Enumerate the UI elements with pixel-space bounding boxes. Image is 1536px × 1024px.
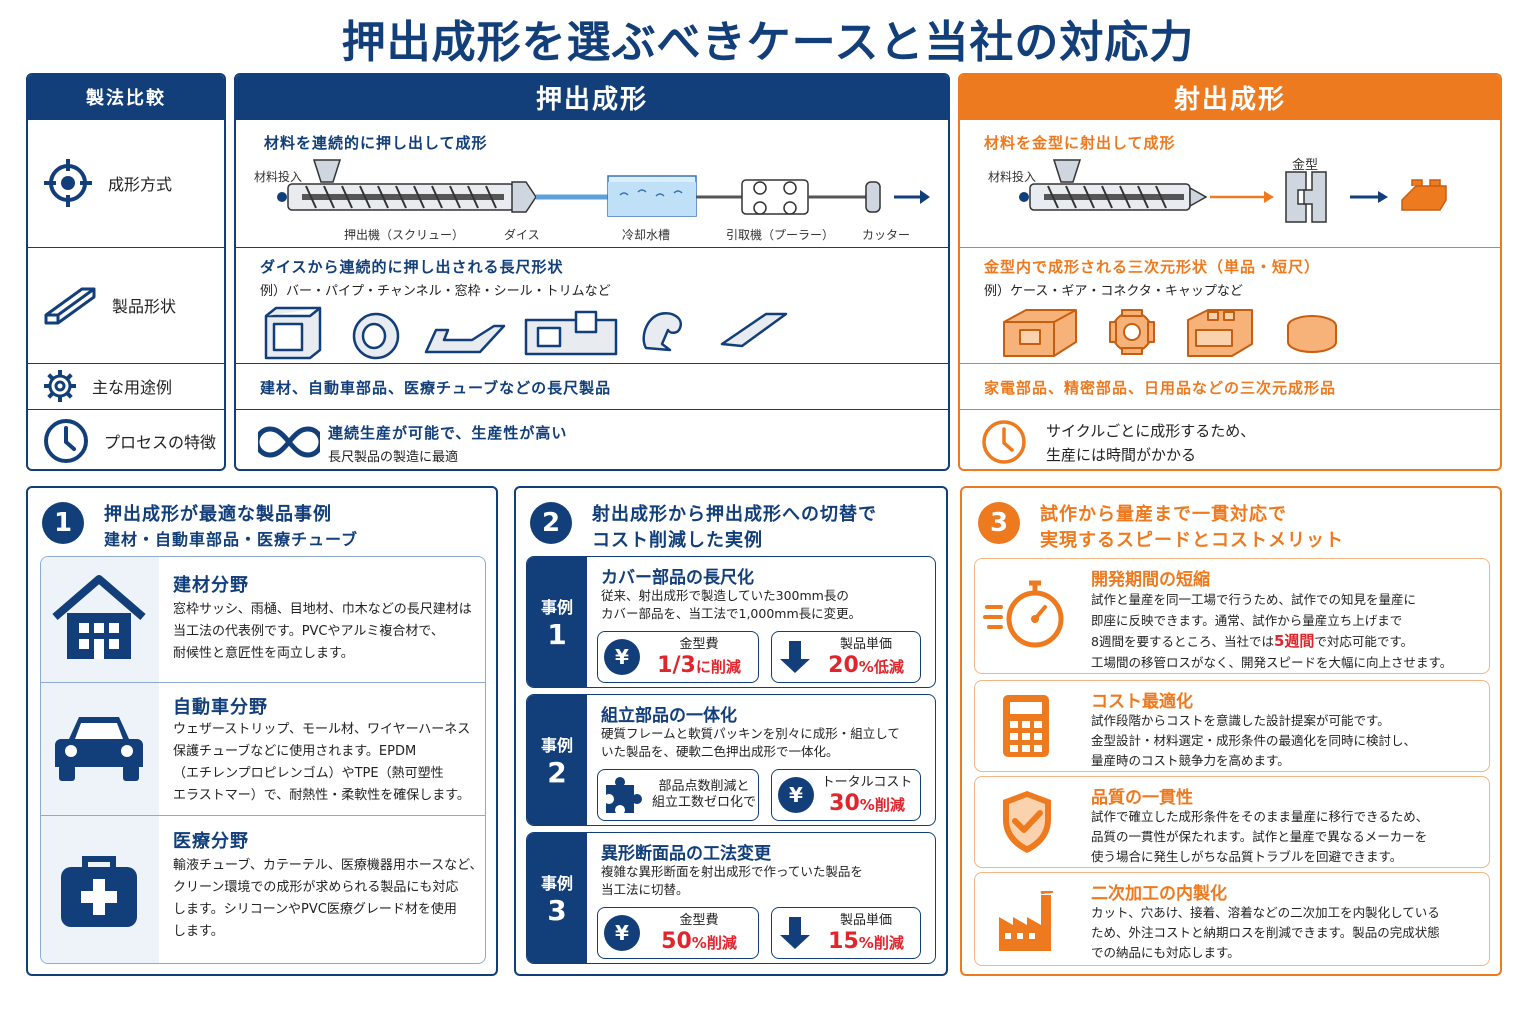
case-title: 組立部品の一体化: [601, 706, 737, 726]
calculator-icon: [1003, 695, 1049, 757]
profile-bar-icon: [44, 287, 96, 325]
benefit-title: 開発期間の短縮: [1091, 570, 1210, 590]
extrusion-panel: 押出成形 材料を連続的に押し出して成形: [234, 73, 950, 471]
case-title: カバー部品の長尺化: [601, 568, 754, 588]
benefit-card: 二次加工の内製化 カット、穴あけ、接着、溶着などの二次加工を内製化している ため…: [974, 872, 1490, 966]
injection-shape-title: 金型内で成形される三次元形状（単品・短尺）: [984, 258, 1321, 276]
car-icon: [55, 717, 143, 781]
extrusion-feature-sub: 長尺製品の製造に最適: [328, 450, 459, 465]
row-label-shape: 製品形状: [28, 247, 224, 363]
section1-list: 建材分野 窓枠サッシ、雨樋、目地材、巾木などの長尺建材は 当工法の代表例です。P…: [40, 556, 486, 964]
item-title: 医療分野: [173, 831, 249, 852]
extrusion-shape-examples: 例）バー・パイプ・チャンネル・窓枠・シール・トリムなど: [260, 284, 611, 299]
section2-title-2: コスト削減した実例: [592, 530, 763, 551]
clock-icon: [982, 420, 1026, 464]
benefit-card: 品質の一貫性 試作で確立した成形条件をそのまま量産に移行できるため、 品質の一貫…: [974, 776, 1490, 868]
extrusion-line-diagram: [277, 159, 930, 217]
section3-panel: 3 試作から量産まで一貫対応で 実現するスピードとコストメリット 開発期間の短縮…: [960, 486, 1502, 976]
section3-title-2: 実現するスピードとコストメリット: [1040, 530, 1344, 551]
extrusion-shapes-icons: [264, 306, 788, 360]
injection-diagram: [1019, 159, 1447, 223]
arrow-down-icon: [780, 641, 810, 673]
extrusion-method-title: 材料を連続的に押し出して成形: [264, 134, 488, 152]
stopwatch-icon: [983, 580, 1064, 648]
extrusion-header: 押出成形: [236, 75, 948, 119]
gear-icon: [44, 370, 76, 402]
extrusion-shape-title: ダイスから連続的に押し出される長尺形状: [260, 258, 564, 276]
section3-number: 3: [978, 502, 1020, 544]
section3-title-1: 試作から量産まで一貫対応で: [1040, 504, 1287, 525]
injection-feature-line1: サイクルごとに成形するため、: [1046, 422, 1256, 440]
infinity-icon: [258, 426, 320, 458]
row-label-feature: プロセスの特徴: [28, 409, 224, 469]
yen-icon: ¥: [604, 915, 640, 951]
injection-shape-examples: 例）ケース・ギア・コネクタ・キャップなど: [984, 284, 1243, 299]
compare-header: 製法比較: [28, 75, 224, 119]
item-title: 自動車分野: [173, 697, 268, 718]
benefit-title: 二次加工の内製化: [1091, 884, 1227, 904]
section1-panel: 1 押出成形が最適な製品事例 建材・自動車部品・医療チューブ 建材分野 窓枠サッ…: [26, 486, 498, 976]
injection-shapes-icons: [1003, 309, 1337, 357]
section2-number: 2: [530, 502, 572, 544]
injection-method-title: 材料を金型に射出して成形: [984, 134, 1176, 152]
extrusion-use: 建材、自動車部品、医療チューブなどの長尺製品: [260, 379, 612, 397]
injection-header: 射出成形: [960, 75, 1500, 119]
injection-feature-line2: 生産には時間がかかる: [1046, 446, 1197, 464]
target-icon: [44, 159, 92, 207]
puzzle-icon: [606, 777, 642, 813]
injection-panel: 射出成形 材料を金型に射出して成形 材料投入 金型 金型内で成形される三次元形状…: [958, 73, 1502, 471]
page-title: 押出成形を選ぶべきケースと当社の対応力: [341, 17, 1195, 68]
benefit-card: コスト最適化 試作段階からコストを意識した設計提案が可能です。 金型設計・材料選…: [974, 680, 1490, 772]
item-title: 建材分野: [173, 575, 249, 596]
clock-icon: [44, 419, 88, 463]
compare-label-panel: 製法比較 成形方式 製品形状 主な用途例 プロセスの特徴: [26, 73, 226, 471]
section2-title-1: 射出成形から押出成形への切替で: [592, 504, 877, 525]
section1-subtitle: 建材・自動車部品・医療チューブ: [104, 530, 359, 549]
row-label-use: 主な用途例: [28, 363, 224, 409]
stat-parts-reduction: 部品点数削減と組立工数ゼロ化で: [597, 769, 759, 821]
section1-number: 1: [42, 502, 84, 544]
factory-icon: [999, 891, 1054, 951]
section1-title: 押出成形が最適な製品事例: [104, 504, 332, 525]
arrow-down-icon: [780, 917, 810, 949]
shield-check-icon: [1003, 791, 1051, 853]
extrusion-feature-title: 連続生産が可能で、生産性が高い: [328, 424, 568, 442]
house-icon: [52, 575, 146, 659]
medical-kit-icon: [61, 856, 137, 927]
injection-use: 家電部品、精密部品、日用品などの三次元成形品: [984, 379, 1337, 397]
row-label-method: 成形方式: [28, 119, 224, 247]
yen-icon: ¥: [604, 639, 640, 675]
benefit-card: 開発期間の短縮 試作と量産を同一工場で行うため、試作での知見を量産に 即座に反映…: [974, 558, 1490, 674]
benefit-title: 品質の一貫性: [1091, 788, 1193, 808]
case-title: 異形断面品の工法変更: [601, 844, 771, 864]
yen-icon: ¥: [778, 777, 814, 813]
benefit-title: コスト最適化: [1091, 692, 1193, 712]
